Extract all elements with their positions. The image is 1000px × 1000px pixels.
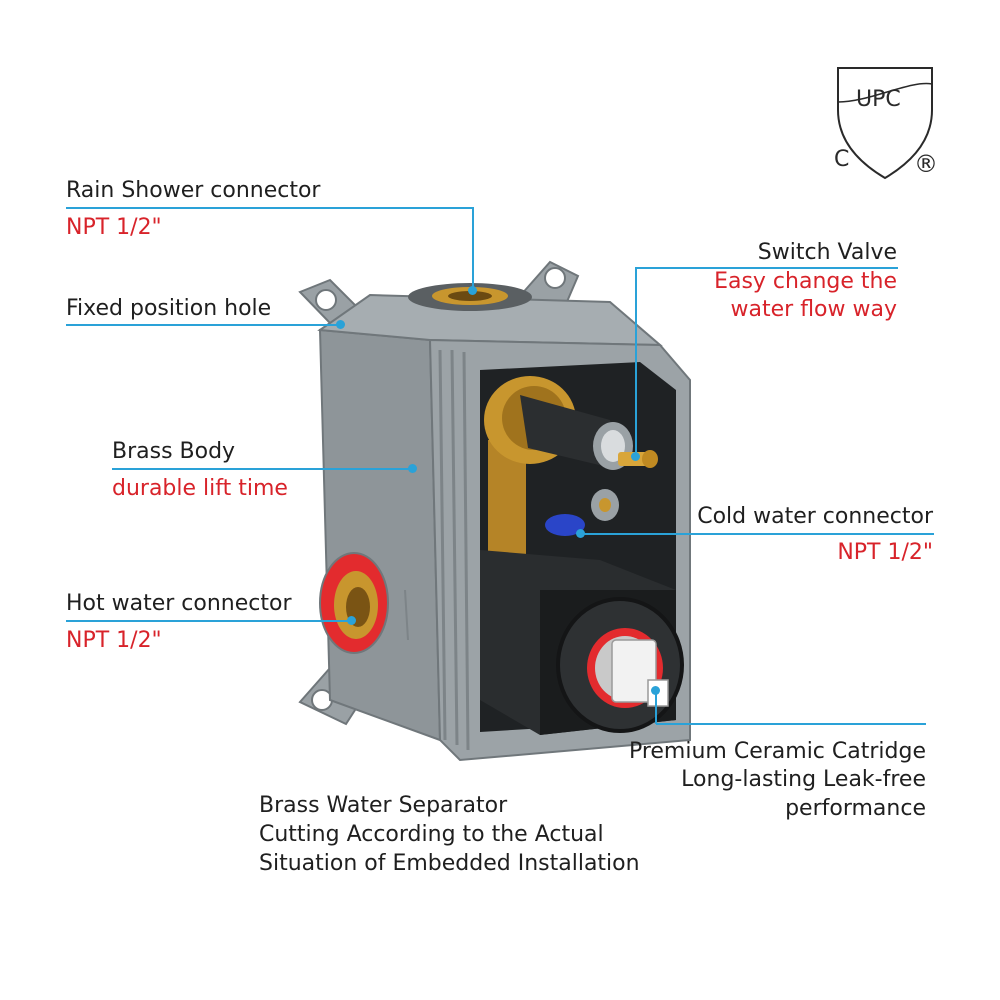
- leader-rain-shower-h: [66, 207, 473, 209]
- leader-switch-valve-v: [635, 267, 637, 455]
- leader-rain-shower-v: [472, 207, 474, 289]
- dot-cartridge: [651, 686, 660, 695]
- dot-brass-body: [408, 464, 417, 473]
- brass-body-title: Brass Body: [112, 439, 236, 464]
- leader-cartridge-v: [655, 690, 657, 724]
- separator-line-3: Situation of Embedded Installation: [259, 851, 640, 876]
- hot-water-npt: NPT 1/2": [66, 628, 162, 653]
- dot-switch-valve: [631, 452, 640, 461]
- switch-valve-detail-2: water flow way: [730, 297, 897, 322]
- upc-certification-logo: UPC C ®: [834, 67, 938, 180]
- dot-fixed-hole: [336, 320, 345, 329]
- leader-brass-body: [112, 468, 412, 470]
- dot-cold-water: [576, 529, 585, 538]
- dot-hot-water: [347, 616, 356, 625]
- housing-left-face: [318, 328, 442, 742]
- cold-water-inlet: [545, 514, 585, 536]
- cartridge-stem: [611, 639, 657, 703]
- brass-body-detail: durable lift time: [112, 476, 288, 501]
- leader-switch-valve-h: [636, 267, 898, 269]
- leader-cartridge-h: [656, 723, 926, 725]
- switch-valve-title: Switch Valve: [757, 240, 897, 265]
- cartridge-line-2: Long-lasting Leak-free: [681, 767, 926, 792]
- separator-line-1: Brass Water Separator: [259, 793, 508, 818]
- fixed-hole-title: Fixed position hole: [66, 296, 272, 321]
- cartridge-line-1: Premium Ceramic Catridge: [628, 739, 926, 764]
- rain-shower-title: Rain Shower connector: [66, 178, 321, 203]
- leader-fixed-hole: [66, 324, 341, 326]
- cold-water-npt: NPT 1/2": [837, 540, 933, 565]
- separator-line-2: Cutting According to the Actual: [259, 822, 604, 847]
- cartridge-line-3: performance: [785, 796, 926, 821]
- hot-water-title: Hot water connector: [66, 591, 292, 616]
- upc-mark-text: UPC: [856, 87, 901, 112]
- switch-valve-detail-1: Easy change the: [714, 269, 897, 294]
- leader-cold-water: [580, 533, 934, 535]
- rain-shower-npt: NPT 1/2": [66, 215, 162, 240]
- registered-symbol: ®: [914, 150, 938, 178]
- cold-water-title: Cold water connector: [697, 504, 933, 529]
- csa-c-text: C: [834, 147, 849, 172]
- leader-hot-water: [66, 620, 352, 622]
- dot-rain-shower: [468, 286, 477, 295]
